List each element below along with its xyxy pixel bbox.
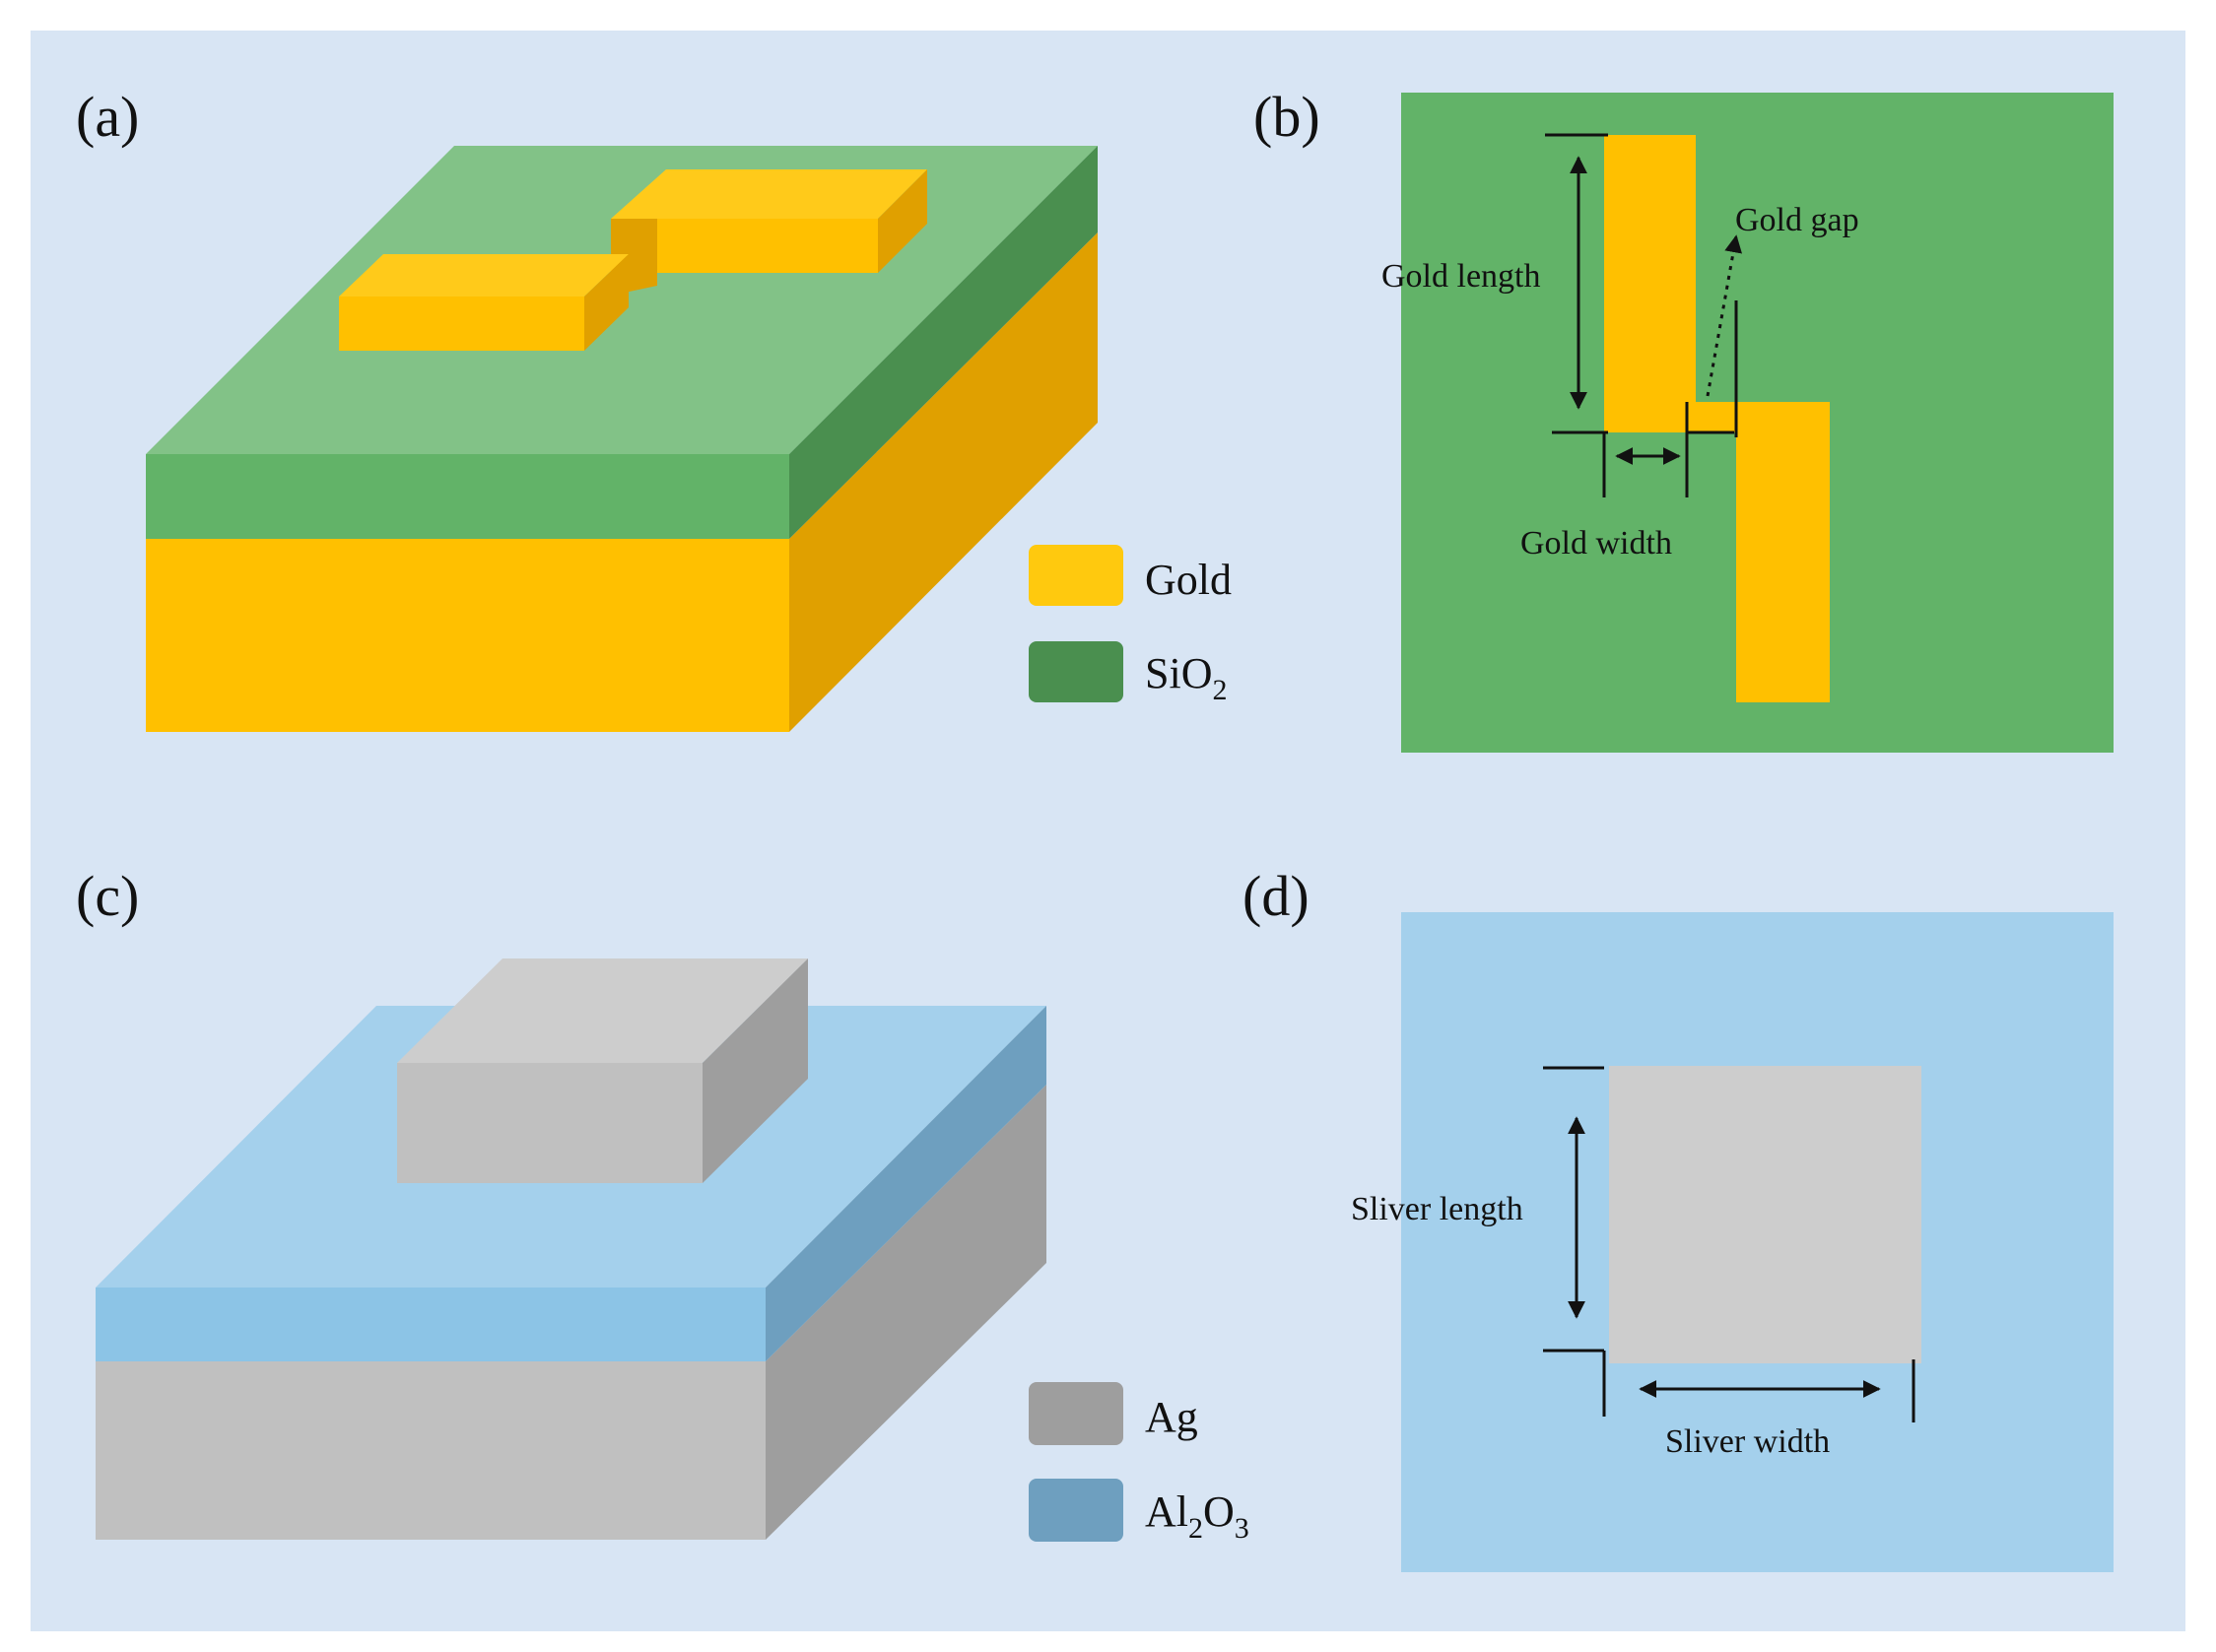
gold-length-label: Gold length: [1381, 258, 1540, 295]
panel-c: (c): [76, 864, 1046, 1540]
gold-block-front-top: [339, 254, 629, 297]
gold-block-back-top: [611, 169, 927, 219]
legend-swatch-al2o3: [1029, 1479, 1123, 1542]
panel-b-label: (b): [1253, 85, 1320, 149]
substrate-ag-front: [96, 1361, 766, 1540]
ag-top-view-square: [1609, 1066, 1921, 1363]
panel-d: (d) Sliver length Sliver width: [1242, 864, 2114, 1572]
panel-a: (a): [76, 85, 1098, 732]
sio2-layer-front: [146, 454, 789, 539]
legend-swatch-ag: [1029, 1382, 1123, 1445]
gold-gap-label: Gold gap: [1735, 202, 1859, 238]
gold-gap-arrow: [1706, 234, 1743, 397]
legend-swatch-sio2: [1029, 641, 1123, 702]
panel-d-label: (d): [1242, 864, 1309, 928]
legend-label-gold: Gold: [1145, 556, 1232, 604]
panel-b: (b) Gold length Gold gap Gold width: [1253, 85, 2114, 753]
panel-a-label: (a): [76, 85, 139, 149]
sio2-layer-side: [789, 146, 1098, 539]
panel-c-label: (c): [76, 864, 139, 928]
legend-label-ag: Ag: [1145, 1393, 1198, 1441]
legend-swatch-gold: [1029, 545, 1123, 606]
al2o3-layer-side: [766, 1006, 1046, 1361]
gold-bridge: [1696, 402, 1736, 432]
legend-materials-gold-sio2: Gold SiO2: [1029, 545, 1232, 706]
ag-block-front: [397, 1063, 703, 1183]
gold-block-front-side: [584, 254, 629, 351]
substrate-ag-side: [766, 1085, 1046, 1540]
gold-block-front-front: [339, 297, 584, 351]
gold-bar-upper: [1604, 135, 1696, 432]
sliver-length-label: Sliver length: [1351, 1191, 1523, 1227]
legend-label-sio2: SiO2: [1145, 649, 1227, 706]
substrate-gold-front: [146, 539, 789, 732]
ag-block-top: [397, 958, 808, 1063]
gold-block-back-side: [878, 169, 927, 273]
legend-label-al2o3: Al2O3: [1145, 1487, 1249, 1545]
gold-block-back-front: [611, 219, 878, 273]
sliver-width-label: Sliver width: [1665, 1423, 1830, 1460]
ag-block-side: [703, 958, 808, 1183]
gold-bar-lower: [1736, 402, 1830, 702]
al2o3-layer-front: [96, 1288, 766, 1361]
gold-width-label: Gold width: [1520, 525, 1672, 562]
substrate-gold-side: [789, 232, 1098, 732]
legend-materials-ag-al2o3: Ag Al2O3: [1029, 1382, 1249, 1545]
